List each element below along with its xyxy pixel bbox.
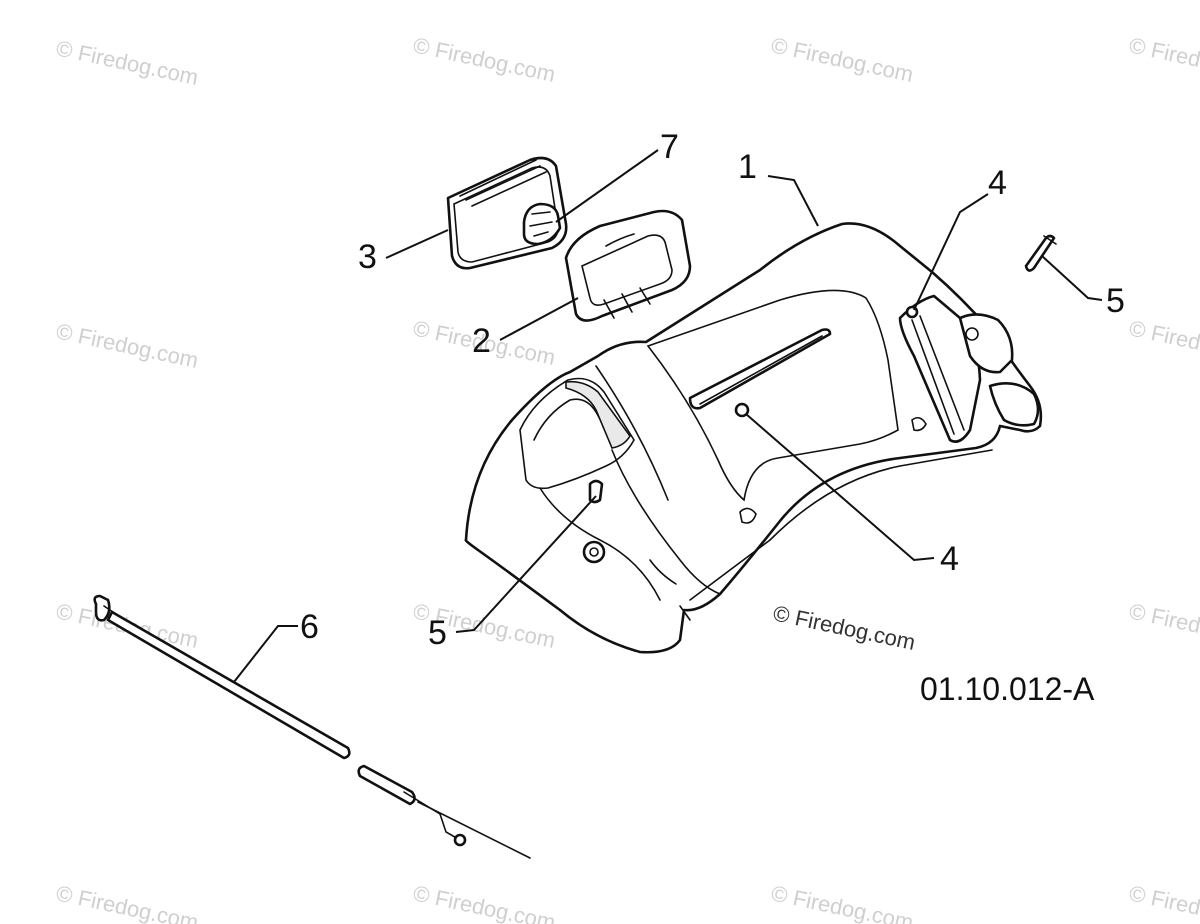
callout-4-top: 4 xyxy=(988,164,1007,202)
leader-2 xyxy=(499,297,579,341)
callout-2: 2 xyxy=(472,322,491,360)
watermark-text: © Firedog.com xyxy=(1127,880,1200,924)
watermark-text: © Firedog.com xyxy=(54,880,201,924)
leader-1 xyxy=(767,175,819,227)
watermark-text: © Firedog.com xyxy=(411,880,558,924)
leader-7 xyxy=(555,149,659,223)
control-rod-with-wire xyxy=(93,594,531,859)
callout-7: 7 xyxy=(660,128,679,166)
watermark-text: © Firedog.com xyxy=(411,32,558,87)
watermark-text: © Firedog.com xyxy=(771,600,918,655)
callout-1: 1 xyxy=(738,148,757,186)
leader-4-bottom xyxy=(745,413,935,562)
boss-hole xyxy=(582,540,606,564)
leader-5-right xyxy=(1041,255,1103,301)
figure-code: 01.10.012-A xyxy=(920,671,1095,707)
watermark-text: © Firedog.com xyxy=(769,32,916,87)
callouts: 1 7 3 2 4 5 4 5 6 xyxy=(300,128,1125,652)
watermark-text: © Firedog.com xyxy=(1127,32,1200,87)
leader-4-top xyxy=(913,193,989,311)
leader-lines xyxy=(233,149,1103,683)
callout-5-right: 5 xyxy=(1106,282,1125,320)
filter-knob xyxy=(522,202,562,246)
watermark-text: © Firedog.com xyxy=(1127,315,1200,370)
leader-5-left xyxy=(455,495,597,633)
callout-5-left: 5 xyxy=(428,614,447,652)
callout-4-bottom: 4 xyxy=(940,540,959,578)
callout-6: 6 xyxy=(300,608,319,646)
watermark-text: © Firedog.com xyxy=(54,35,201,90)
watermark-text: © Firedog.com xyxy=(769,880,916,924)
watermark-text: © Firedog.com xyxy=(54,318,201,373)
filter-frame xyxy=(564,209,692,322)
callout-3: 3 xyxy=(358,238,377,276)
leader-6 xyxy=(233,625,298,683)
engine-cover-housing xyxy=(464,222,1043,654)
leader-3 xyxy=(385,229,449,259)
watermark-text: © Firedog.com xyxy=(1127,598,1200,653)
